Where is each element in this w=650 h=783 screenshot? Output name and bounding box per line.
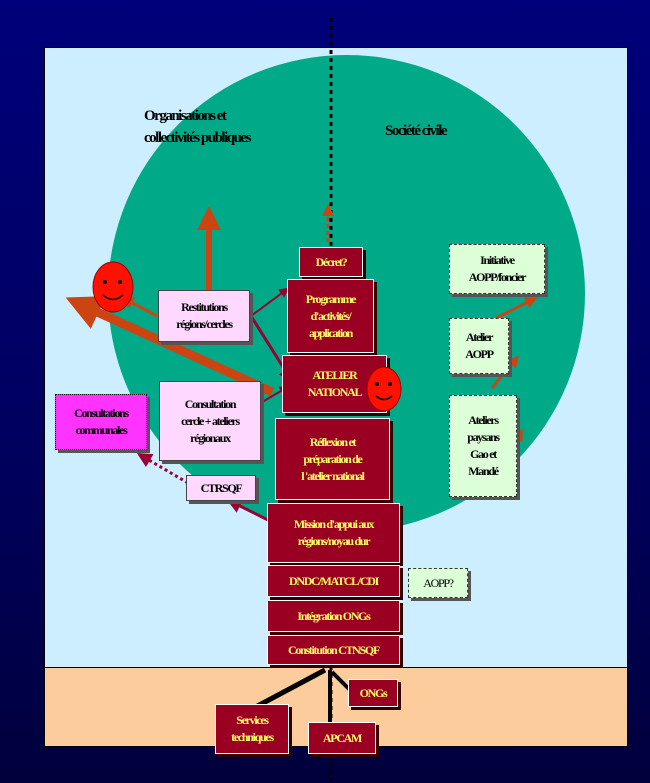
box-programme: Programme d'activités/ application	[287, 279, 374, 353]
box-ateliers-paysans: Ateliers paysans Gao et Mandé	[449, 395, 517, 497]
arrow-crimson-4	[226, 499, 269, 522]
box-decret: Décret?	[299, 247, 363, 277]
box-reflexion: Réflexion et préparation de l 'atelier n…	[275, 418, 390, 500]
box-apcam: APCAM	[308, 722, 376, 754]
box-services-techniques: Services techniques	[215, 704, 289, 754]
box-dndc: DNDC/MATCL/CDI	[267, 565, 400, 597]
box-restitutions: Restitutions régions/cercles	[158, 290, 250, 342]
heading-civil-society: Société civile	[385, 123, 448, 139]
box-atelier-aopp: Atelier AOPP	[449, 318, 509, 374]
box-mission: Mission d'appui aux régions/noyau dur	[267, 503, 400, 563]
arrow-orange-small	[121, 297, 158, 318]
arrow-crimson-1	[250, 287, 290, 317]
arrow-crimson-dotted	[136, 452, 189, 485]
arrow-orange-large	[65, 296, 274, 397]
box-ongs: ONGs	[348, 679, 398, 707]
arrow-black-ongs	[330, 670, 352, 692]
box-consultations-communales: Consultations communales	[55, 394, 147, 450]
arrow-orange-right-1	[495, 297, 538, 320]
box-consultation-cercle: Consultation cercle + ateliers régionaux	[159, 381, 261, 461]
box-initiative-aopp: Initiative AOPP/foncier	[449, 244, 545, 294]
box-constitution: Constitution CTNSQF	[267, 635, 400, 665]
box-integration: Intégration ONGs	[267, 600, 400, 632]
box-aopp-question: AOPP?	[408, 568, 468, 598]
box-ctrsqf: CTRSQF	[186, 475, 256, 501]
arrow-black-services	[248, 667, 327, 713]
heading-public-organisations: Organisations et collectivités publiques	[144, 108, 251, 146]
box-atelier-national: ATELIER NATIONAL	[282, 355, 387, 413]
arrow-orange-right-2	[490, 355, 519, 389]
